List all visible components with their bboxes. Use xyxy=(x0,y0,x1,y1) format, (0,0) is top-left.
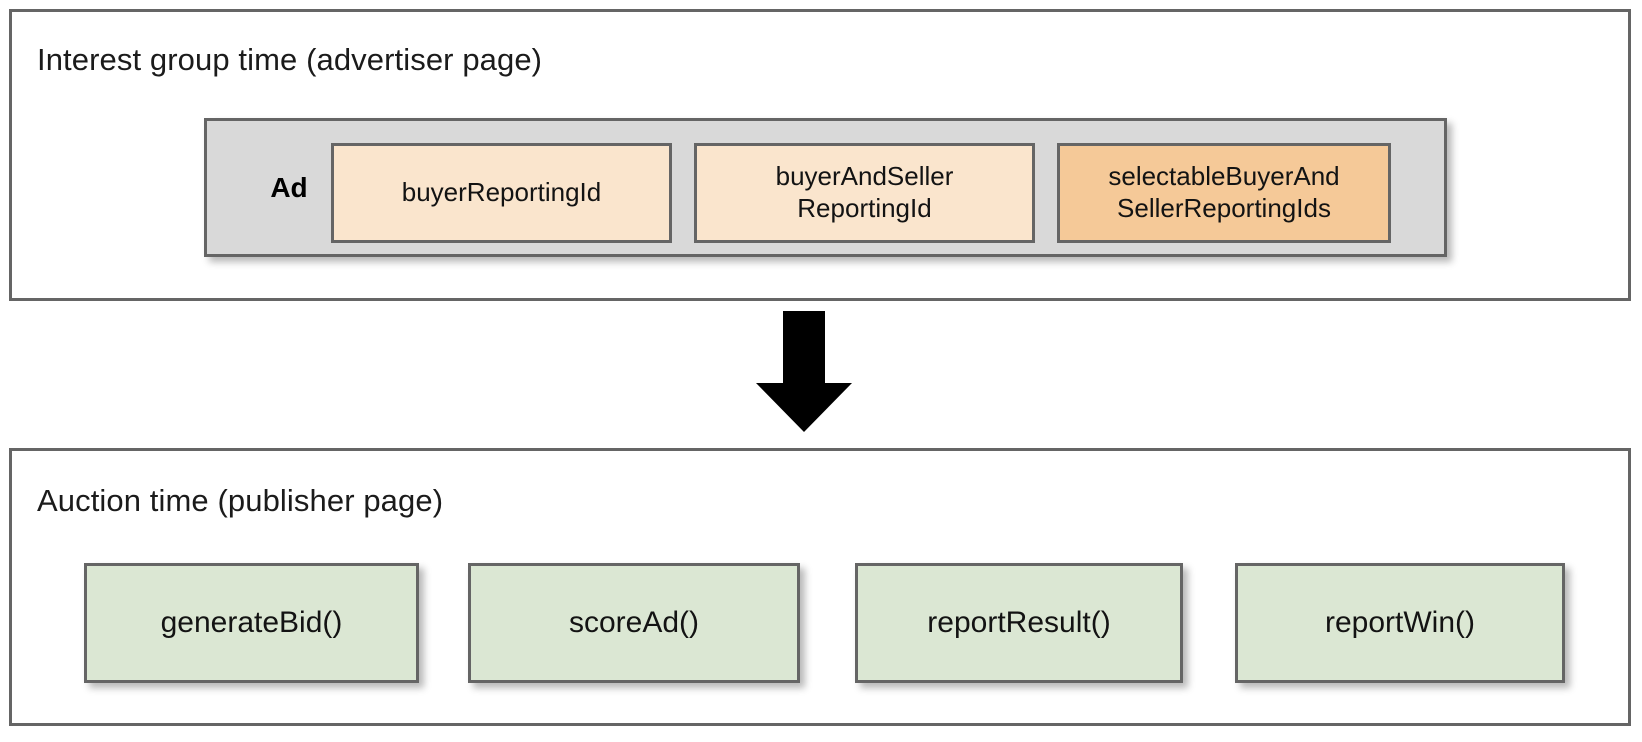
ad-label: Ad xyxy=(270,171,308,203)
panel-interest-group-time: Interest group time (advertiser page) Ad… xyxy=(9,9,1631,301)
panel-auction-time: Auction time (publisher page) generateBi… xyxy=(9,448,1631,726)
function-box-report-result[interactable]: reportResult() xyxy=(855,563,1183,683)
reporting-id-box-label-line1: selectableBuyerAnd xyxy=(1108,161,1340,192)
function-box-label: reportWin() xyxy=(1324,606,1475,639)
panel-title-auction-time: Auction time (publisher page) xyxy=(37,483,444,518)
reporting-id-box-buyer-and-seller-reporting-id[interactable]: buyerAndSeller ReportingId xyxy=(694,143,1035,243)
function-box-score-ad[interactable]: scoreAd() xyxy=(468,563,800,683)
reporting-id-box-label-line2: SellerReportingIds xyxy=(1117,193,1331,223)
down-arrow-icon xyxy=(756,311,852,432)
reporting-id-box-buyer-reporting-id[interactable]: buyerReportingId xyxy=(331,143,672,243)
function-box-label: generateBid() xyxy=(160,606,343,639)
function-box-label: scoreAd() xyxy=(568,606,700,639)
function-box-report-win[interactable]: reportWin() xyxy=(1235,563,1565,683)
function-box-label: reportResult() xyxy=(927,606,1111,639)
reporting-id-box-label-line2: ReportingId xyxy=(797,193,932,223)
reporting-id-box-label: selectableBuyerAnd SellerReportingIds xyxy=(1108,161,1339,224)
reporting-id-box-label: buyerReportingId xyxy=(401,177,602,208)
function-box-generate-bid[interactable]: generateBid() xyxy=(84,563,419,683)
reporting-id-box-selectable-buyer-and-seller-reporting-ids[interactable]: selectableBuyerAnd SellerReportingIds xyxy=(1057,143,1391,243)
panel-title-interest-group-time: Interest group time (advertiser page) xyxy=(37,42,543,77)
ad-group-container: Ad buyerReportingId buyerAndSeller Repor… xyxy=(204,118,1447,257)
reporting-id-box-label: buyerAndSeller ReportingId xyxy=(776,161,954,224)
reporting-id-box-label-line1: buyerAndSeller xyxy=(775,161,954,192)
